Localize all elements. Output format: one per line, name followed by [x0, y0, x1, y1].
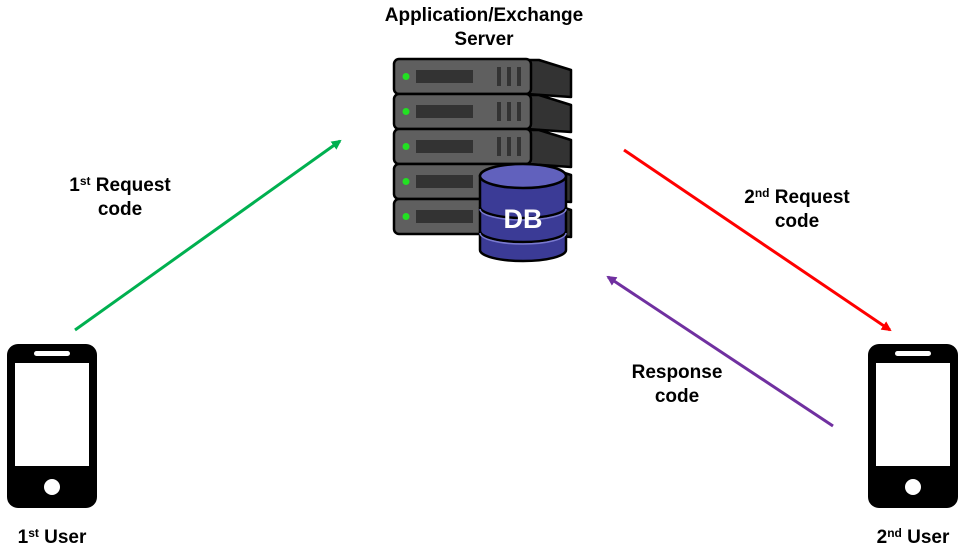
second-user-num: 2: [876, 527, 888, 548]
second-request-line2: code: [774, 211, 820, 232]
server-vent: [517, 67, 521, 86]
server-drive-slot: [416, 70, 473, 83]
second-user-label: 2nd User: [863, 526, 963, 550]
database-label: DB: [504, 204, 543, 234]
server-vent: [517, 137, 521, 156]
first-user-sup: st: [28, 526, 39, 540]
server-title-line2: Server: [454, 29, 514, 50]
first-request-num: 1: [69, 175, 80, 196]
server-led-icon: [402, 73, 410, 80]
second-request-text: Request: [769, 187, 850, 208]
server-vent: [517, 102, 521, 121]
server-drive-slot: [416, 210, 473, 223]
second-user-phone-icon: [868, 344, 958, 508]
server-unit-side: [525, 128, 573, 169]
server-led-icon: [402, 178, 410, 185]
server-vent: [507, 102, 511, 121]
database-icon: DB: [478, 162, 568, 263]
server-led-icon: [402, 213, 410, 220]
first-request-line2: code: [97, 199, 143, 220]
server-title-line1: Application/Exchange: [384, 5, 584, 26]
first-user-label: 1st User: [2, 526, 102, 550]
server-title: Application/Exchange Server: [352, 4, 616, 52]
second-user-sup: nd: [887, 526, 902, 540]
server-led-icon: [402, 108, 410, 115]
server-vent: [497, 102, 501, 121]
server-drive-slot: [416, 140, 473, 153]
response-label: Response code: [607, 361, 747, 409]
second-user-text: User: [901, 527, 950, 548]
server-unit-side: [525, 58, 573, 99]
second-request-num: 2: [744, 187, 755, 208]
first-request-text: Request: [90, 175, 171, 196]
server-unit-side: [525, 93, 573, 134]
server-drive-slot: [416, 105, 473, 118]
response-line2: code: [654, 386, 700, 407]
second-request-sup: nd: [754, 186, 770, 200]
server-vent: [507, 137, 511, 156]
first-request-label: 1st Request code: [40, 174, 200, 222]
first-user-text: User: [38, 527, 87, 548]
server-vent: [497, 67, 501, 86]
second-request-label: 2nd Request code: [717, 186, 877, 234]
first-request-arrow: [74, 139, 342, 332]
server-drive-slot: [416, 175, 473, 188]
response-line1: Response: [631, 362, 723, 383]
first-user-num: 1: [17, 527, 29, 548]
first-user-phone-icon: [7, 344, 97, 508]
server-vent: [507, 67, 511, 86]
response-arrow: [606, 275, 834, 428]
server-led-icon: [402, 143, 410, 150]
second-request-arrow: [623, 148, 892, 332]
first-request-sup: st: [79, 174, 91, 188]
server-vent: [497, 137, 501, 156]
